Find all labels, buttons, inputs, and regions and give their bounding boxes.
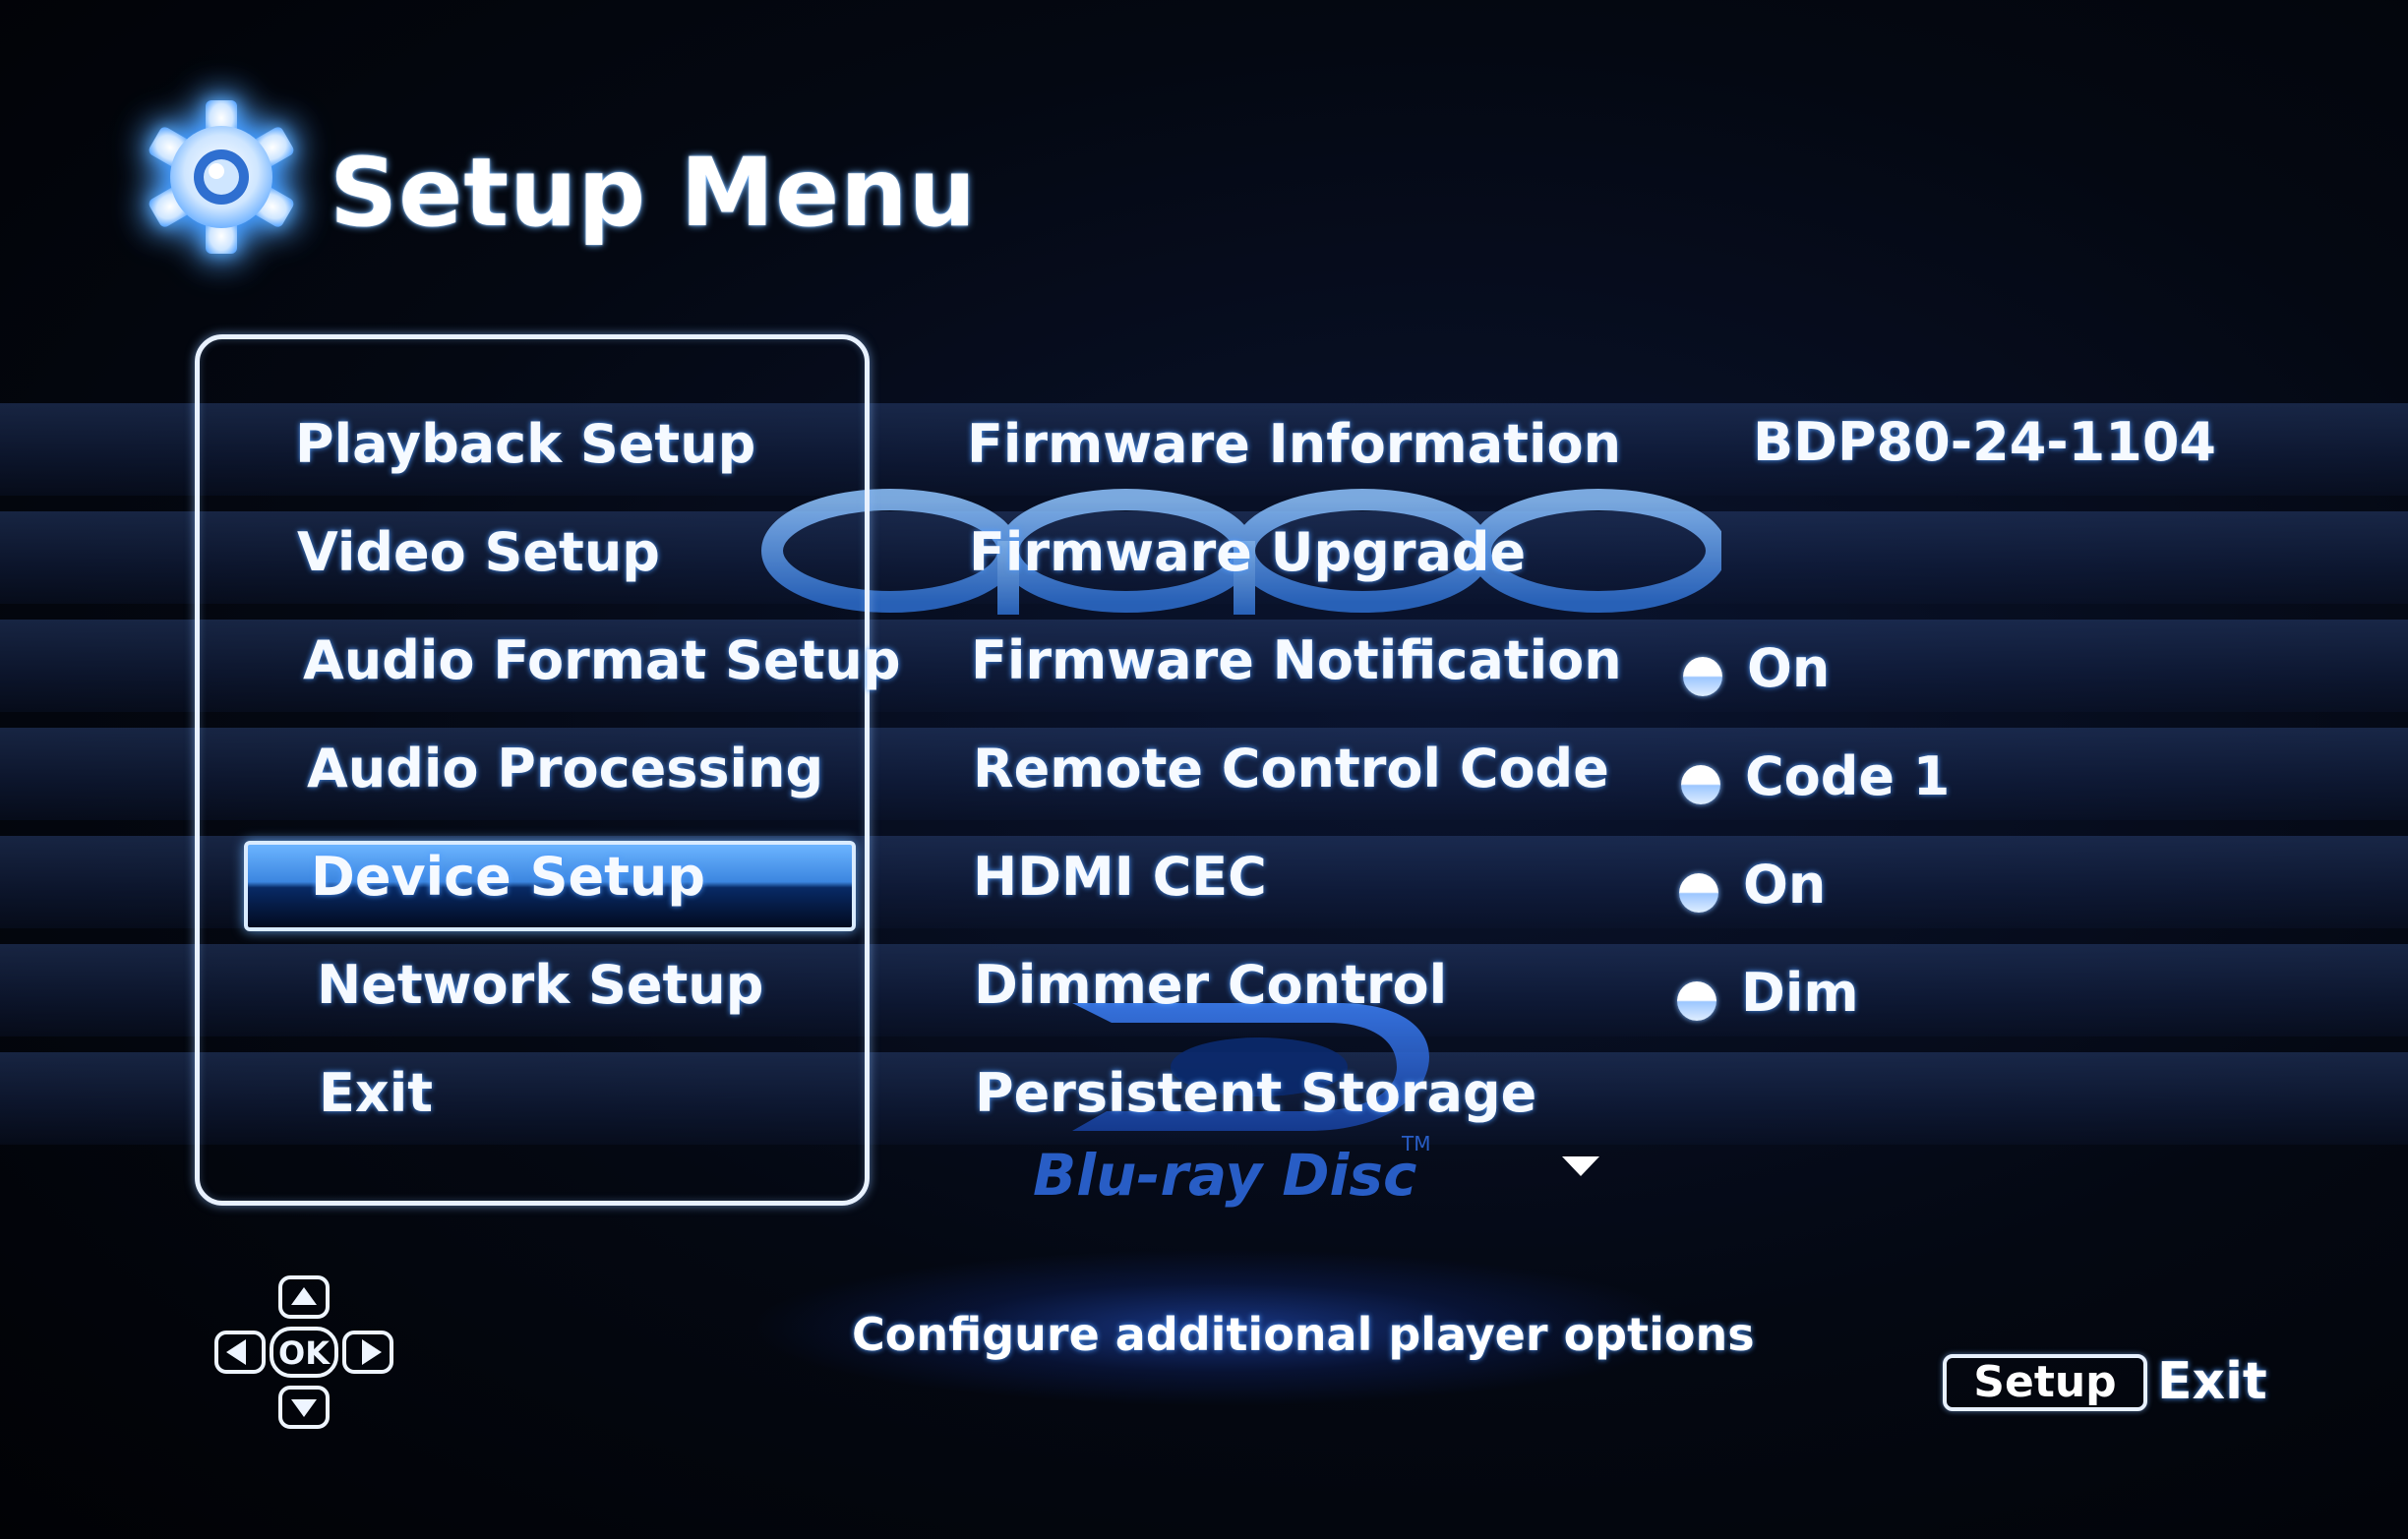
setting-dimmer-control[interactable]: Dimmer Control [974, 954, 1448, 1016]
option-bullet-icon [1681, 765, 1720, 804]
exit-action-label: Exit [2157, 1352, 2267, 1411]
oppo-logo-watermark [761, 489, 1721, 615]
setting-firmware-information[interactable]: Firmware Information [967, 413, 1622, 475]
row-band [0, 620, 2408, 712]
setting-hdmi-cec[interactable]: HDMI CEC [973, 846, 1267, 908]
gear-icon [149, 100, 294, 254]
row-band [0, 403, 2408, 496]
setup-key-label: Setup [1973, 1357, 2117, 1407]
setting-remote-control-code[interactable]: Remote Control Code [973, 738, 1609, 799]
dimmer-control-value[interactable]: Dim [1741, 962, 1859, 1024]
option-bullet-icon [1677, 981, 1716, 1021]
hdmi-cec-value[interactable]: On [1743, 854, 1827, 916]
setup-category-menu [195, 334, 870, 1206]
svg-text:Blu-ray Disc: Blu-ray Disc [1033, 1142, 1416, 1209]
page-title: Setup Menu [330, 138, 977, 248]
menu-item-video-setup[interactable]: Video Setup [297, 521, 660, 583]
blu-ray-disc-logo-watermark: Blu-ray Disc TM [1033, 1003, 1430, 1209]
option-bullet-icon [1683, 657, 1722, 696]
svg-text:TM: TM [1401, 1132, 1430, 1155]
menu-item-playback-setup[interactable]: Playback Setup [295, 413, 756, 475]
setting-firmware-notification[interactable]: Firmware Notification [971, 629, 1622, 691]
setting-firmware-upgrade[interactable]: Firmware Upgrade [969, 521, 1527, 583]
menu-item-exit[interactable]: Exit [319, 1062, 434, 1124]
remote-control-code-value[interactable]: Code 1 [1745, 745, 1951, 807]
option-bullet-icon [1679, 873, 1718, 913]
hint-glow [748, 1249, 1692, 1406]
firmware-notification-value[interactable]: On [1747, 637, 1831, 699]
menu-item-network-setup[interactable]: Network Setup [317, 954, 764, 1016]
dpad-navigation-icon: OK [214, 1275, 393, 1429]
down-arrow-icon[interactable] [1562, 1156, 1599, 1176]
setting-persistent-storage[interactable]: Persistent Storage [975, 1062, 1537, 1124]
setup-key-icon[interactable]: Setup [1943, 1354, 2147, 1411]
menu-item-audio-format-setup[interactable]: Audio Format Setup [303, 629, 901, 691]
menu-selection-highlight [244, 841, 856, 931]
row-band [0, 728, 2408, 820]
menu-item-device-setup[interactable]: Device Setup [311, 846, 706, 908]
dpad-ok-label: OK [278, 1334, 331, 1372]
help-text: Configure additional player options [852, 1308, 1755, 1361]
menu-item-audio-processing[interactable]: Audio Processing [307, 738, 824, 799]
firmware-version-value: BDP80-24-1104 [1753, 411, 2216, 473]
